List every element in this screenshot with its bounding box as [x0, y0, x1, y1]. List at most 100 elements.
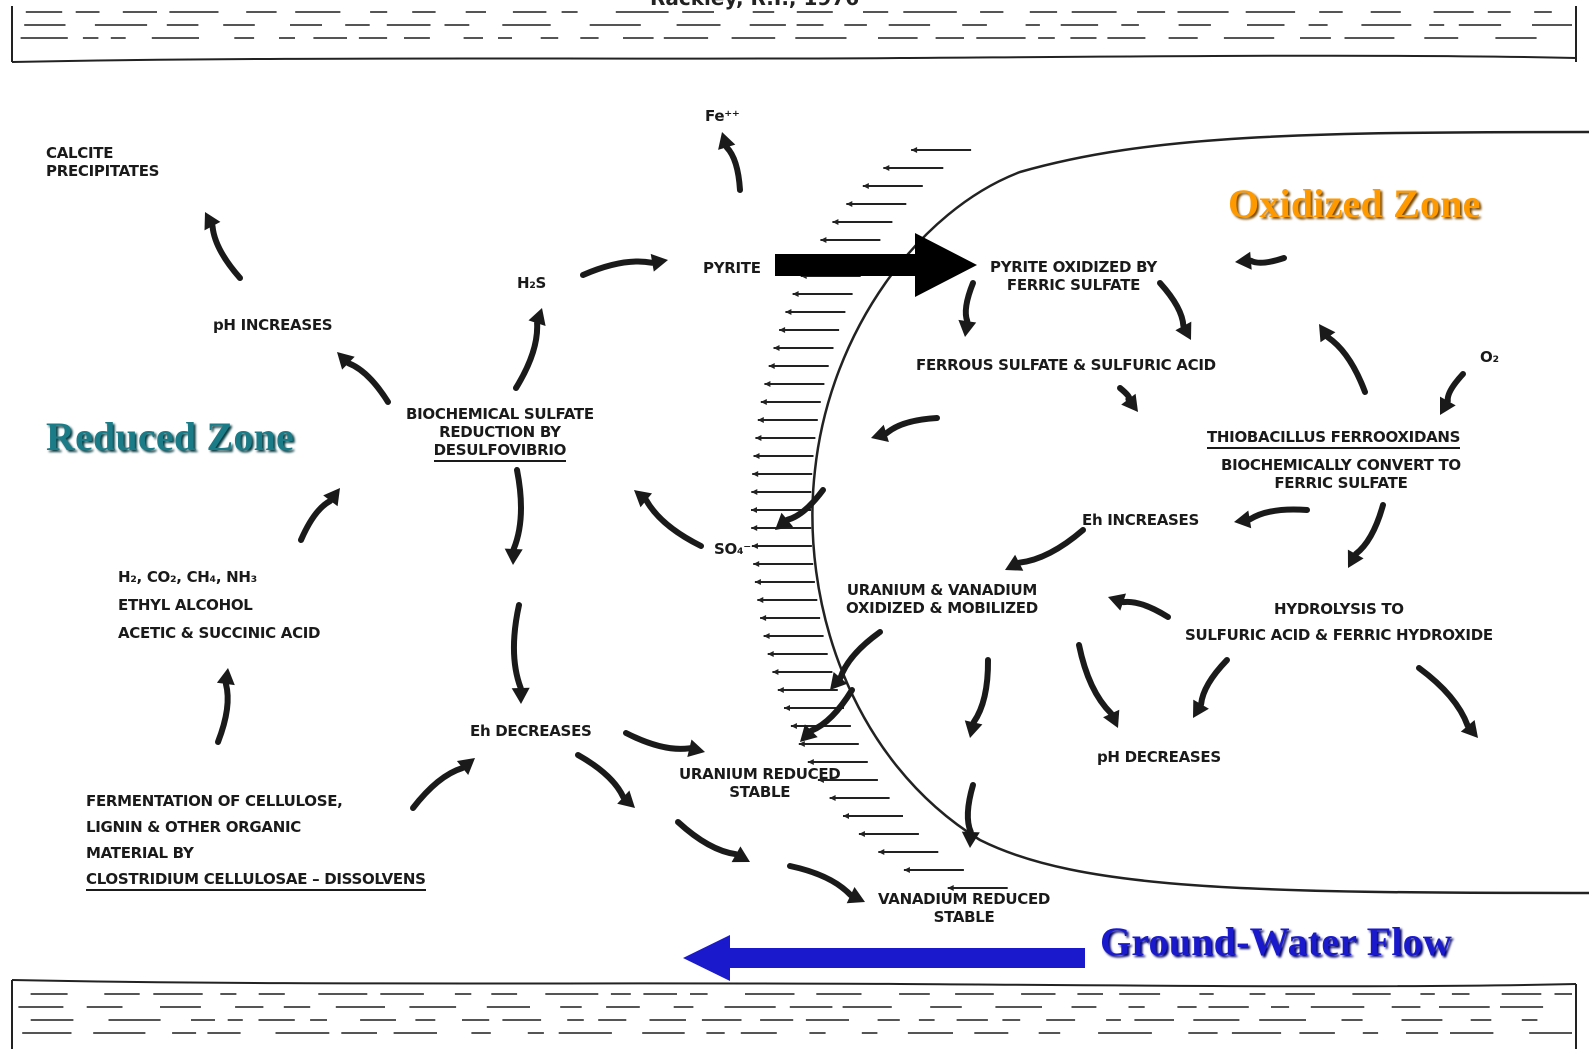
reaction-arrowhead [718, 132, 736, 150]
reaction-arrowhead [511, 687, 530, 704]
reaction-arrow [675, 819, 739, 858]
reaction-arrow [575, 752, 627, 801]
pyrite-black-arrow [775, 233, 977, 297]
ph-increases-label: pH INCREASES [213, 316, 333, 334]
reaction-arrowhead [323, 488, 340, 507]
reaction-arrowhead [528, 308, 546, 326]
reaction-arrow [345, 360, 391, 405]
reaction-arrowhead [337, 352, 355, 370]
reaction-arrowhead [204, 212, 221, 231]
reaction-arrowhead [1234, 510, 1252, 529]
reaction-arrowhead [1193, 699, 1209, 718]
reaction-arrow [1246, 506, 1310, 523]
oxygen-label: O₂ [1480, 348, 1499, 366]
reaction-arrow [1117, 385, 1133, 403]
reaction-arrow [964, 782, 976, 835]
bottom-shale-band [11, 979, 1577, 1049]
reduced-zone-label: Reduced Zone [46, 414, 294, 459]
reaction-arrow [209, 223, 243, 281]
reaction-arrowhead [775, 512, 794, 530]
thiobacillus-label: THIOBACILLUS FERROOXIDANS [1207, 428, 1460, 449]
reaction-arrow [1120, 598, 1171, 620]
reaction-arrow [787, 863, 854, 899]
source-credit: Rackley, R.I., 1976 [650, 0, 859, 10]
reaction-arrowhead [1175, 321, 1192, 340]
ph-decreases-label: pH DECREASES [1097, 748, 1221, 766]
reaction-arrowhead [1235, 251, 1252, 270]
reaction-arrow [1076, 642, 1115, 717]
oxidized-zone-label: Oxidized Zone [1228, 181, 1481, 226]
fe-ion-label: Fe⁺⁺ [705, 107, 740, 125]
reaction-arrowhead [1319, 324, 1336, 343]
reaction-arrow [643, 497, 704, 549]
reaction-arrow [837, 629, 883, 681]
reaction-arrow [883, 415, 940, 437]
pyrite-label: PYRITE [703, 259, 761, 277]
reaction-arrow [1444, 371, 1466, 404]
ferrous-sulfate-label: FERROUS SULFATE & SULFURIC ACID [916, 356, 1216, 374]
reaction-arrowhead [617, 790, 635, 808]
reaction-arrowhead [800, 724, 818, 742]
reaction-arrowhead [1347, 549, 1364, 568]
eh-decreases-label: Eh DECREASES [470, 722, 592, 740]
reaction-arrow [1325, 334, 1368, 395]
reaction-arrow [723, 144, 743, 193]
reaction-arrowhead [216, 668, 235, 686]
reaction-arrowhead [958, 319, 977, 337]
reaction-arrow [215, 680, 231, 745]
reaction-arrowhead [964, 720, 983, 738]
reaction-arrows [204, 132, 1478, 904]
reaction-arrow [513, 320, 541, 391]
sulfate-ion-label: SO₄⁻⁻ [714, 540, 759, 558]
reaction-arrow [1157, 280, 1187, 329]
reaction-arrow [970, 657, 992, 726]
reaction-arrowhead [731, 846, 750, 863]
reaction-arrowhead [650, 253, 668, 272]
reaction-arrowhead [871, 424, 889, 442]
reaction-arrowhead [1103, 709, 1120, 728]
h2s-label: H₂S [517, 274, 547, 292]
reaction-arrowhead [1108, 593, 1126, 611]
reaction-arrow [784, 487, 826, 523]
reaction-arrowhead [504, 548, 523, 565]
reaction-arrow [1198, 657, 1230, 708]
oxidation-front-curve [811, 130, 1589, 895]
reaction-arrowhead [830, 672, 848, 690]
reaction-arrow [623, 730, 693, 752]
reaction-arrowhead [961, 831, 980, 848]
reaction-arrow [1016, 527, 1086, 566]
reaction-arrow [410, 765, 466, 811]
groundwater-blue-arrow [683, 935, 1085, 981]
reaction-arrow [510, 467, 524, 552]
reaction-arrowhead [1121, 393, 1138, 412]
reaction-arrowhead [634, 490, 652, 508]
reaction-arrow [510, 602, 524, 691]
reaction-arrow [580, 258, 656, 278]
reaction-arrowhead [687, 739, 705, 757]
reaction-arrowhead [456, 758, 475, 775]
front-ticks [751, 147, 1008, 891]
reaction-arrow [808, 687, 855, 734]
reaction-arrowhead [1460, 720, 1478, 738]
reaction-arrowhead [846, 887, 865, 904]
reaction-arrow [962, 280, 976, 325]
reaction-arrowhead [1005, 554, 1024, 571]
eh-increases-label: Eh INCREASES [1082, 511, 1199, 529]
groundwater-flow-label: Ground-Water Flow [1100, 919, 1452, 964]
reaction-arrow [298, 497, 334, 543]
fermentation-label: FERMENTATION OF CELLULOSE,LIGNIN & OTHER… [86, 788, 426, 892]
top-shale-band [11, 6, 1577, 63]
reaction-arrow [1247, 255, 1287, 266]
reaction-arrow [1352, 502, 1386, 557]
